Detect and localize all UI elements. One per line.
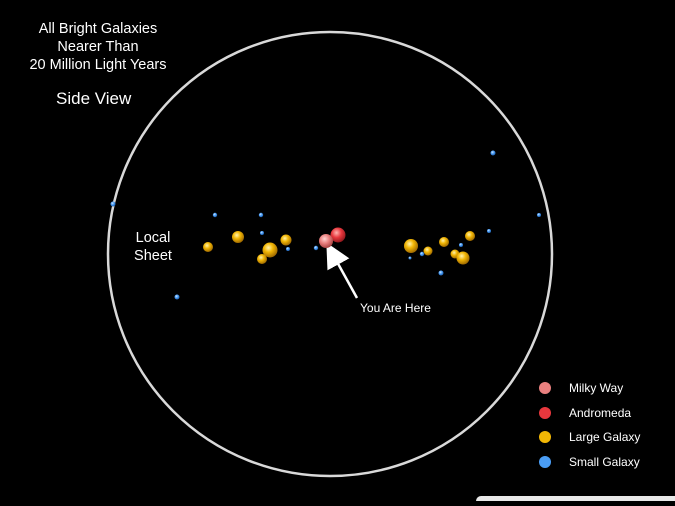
region-label-line: Sheet (134, 248, 172, 264)
title-line: All Bright Galaxies (38, 21, 158, 37)
small-galaxy-marker (174, 294, 180, 300)
map-title: All Bright Galaxies Nearer Than 20 Milli… (8, 20, 188, 74)
you-are-here-label: You Are Here (360, 301, 431, 315)
small-galaxy-marker (313, 245, 319, 251)
local-sheet-label: Local Sheet (126, 229, 180, 265)
legend-label: Small Galaxy (569, 454, 640, 469)
large-galaxy-marker (232, 231, 244, 243)
large-galaxy-marker (423, 246, 433, 256)
legend-item-andromeda: Andromeda (539, 401, 640, 426)
region-label-line: Local (135, 230, 171, 246)
small-galaxy-marker (286, 247, 290, 251)
large-galaxy-marker (404, 239, 418, 253)
galaxy-cluster (110, 150, 541, 300)
large-galaxy-marker (257, 254, 267, 264)
legend-label: Large Galaxy (569, 430, 641, 445)
large-galaxy-marker (280, 234, 292, 246)
small-galaxy-marker (459, 243, 463, 247)
legend-item-large-galaxy: Large Galaxy (539, 425, 640, 450)
small-galaxy-marker (260, 231, 264, 235)
large-galaxy-marker (456, 251, 470, 265)
andromeda-marker (330, 227, 346, 243)
small-galaxy-marker (487, 229, 491, 233)
you-are-here-arrow (326, 242, 359, 299)
view-label: Side View (56, 89, 132, 108)
small-galaxy-marker (490, 150, 496, 156)
small-galaxy-marker (419, 251, 425, 257)
large-galaxy-marker (203, 242, 213, 252)
small-galaxy-marker (258, 212, 264, 218)
milky-way-marker (319, 234, 333, 248)
legend-label: Milky Way (569, 381, 624, 396)
milky-way-dot-icon (539, 382, 551, 395)
large-galaxy-dot-icon (539, 431, 551, 444)
legend-label: Andromeda (569, 405, 632, 420)
small-galaxy-marker (537, 213, 541, 217)
small-galaxy-marker (212, 212, 218, 218)
legend-item-small-galaxy: Small Galaxy (539, 450, 640, 475)
large-galaxy-marker (465, 231, 475, 241)
small-galaxy-marker (110, 201, 116, 207)
small-galaxy-dot-icon (539, 455, 551, 468)
title-line: 20 Million Light Years (29, 57, 167, 73)
legend: Milky Way Andromeda Large Galaxy Small G… (539, 376, 640, 474)
small-galaxy-marker (408, 256, 412, 260)
boundary-sphere (106, 30, 554, 478)
large-galaxy-marker (262, 242, 278, 258)
legend-item-milky-way: Milky Way (539, 376, 640, 401)
window-edge (476, 496, 675, 501)
title-line: Nearer Than (57, 39, 139, 55)
andromeda-dot-icon (539, 406, 551, 419)
small-galaxy-marker (438, 270, 444, 276)
large-galaxy-marker (439, 237, 449, 247)
